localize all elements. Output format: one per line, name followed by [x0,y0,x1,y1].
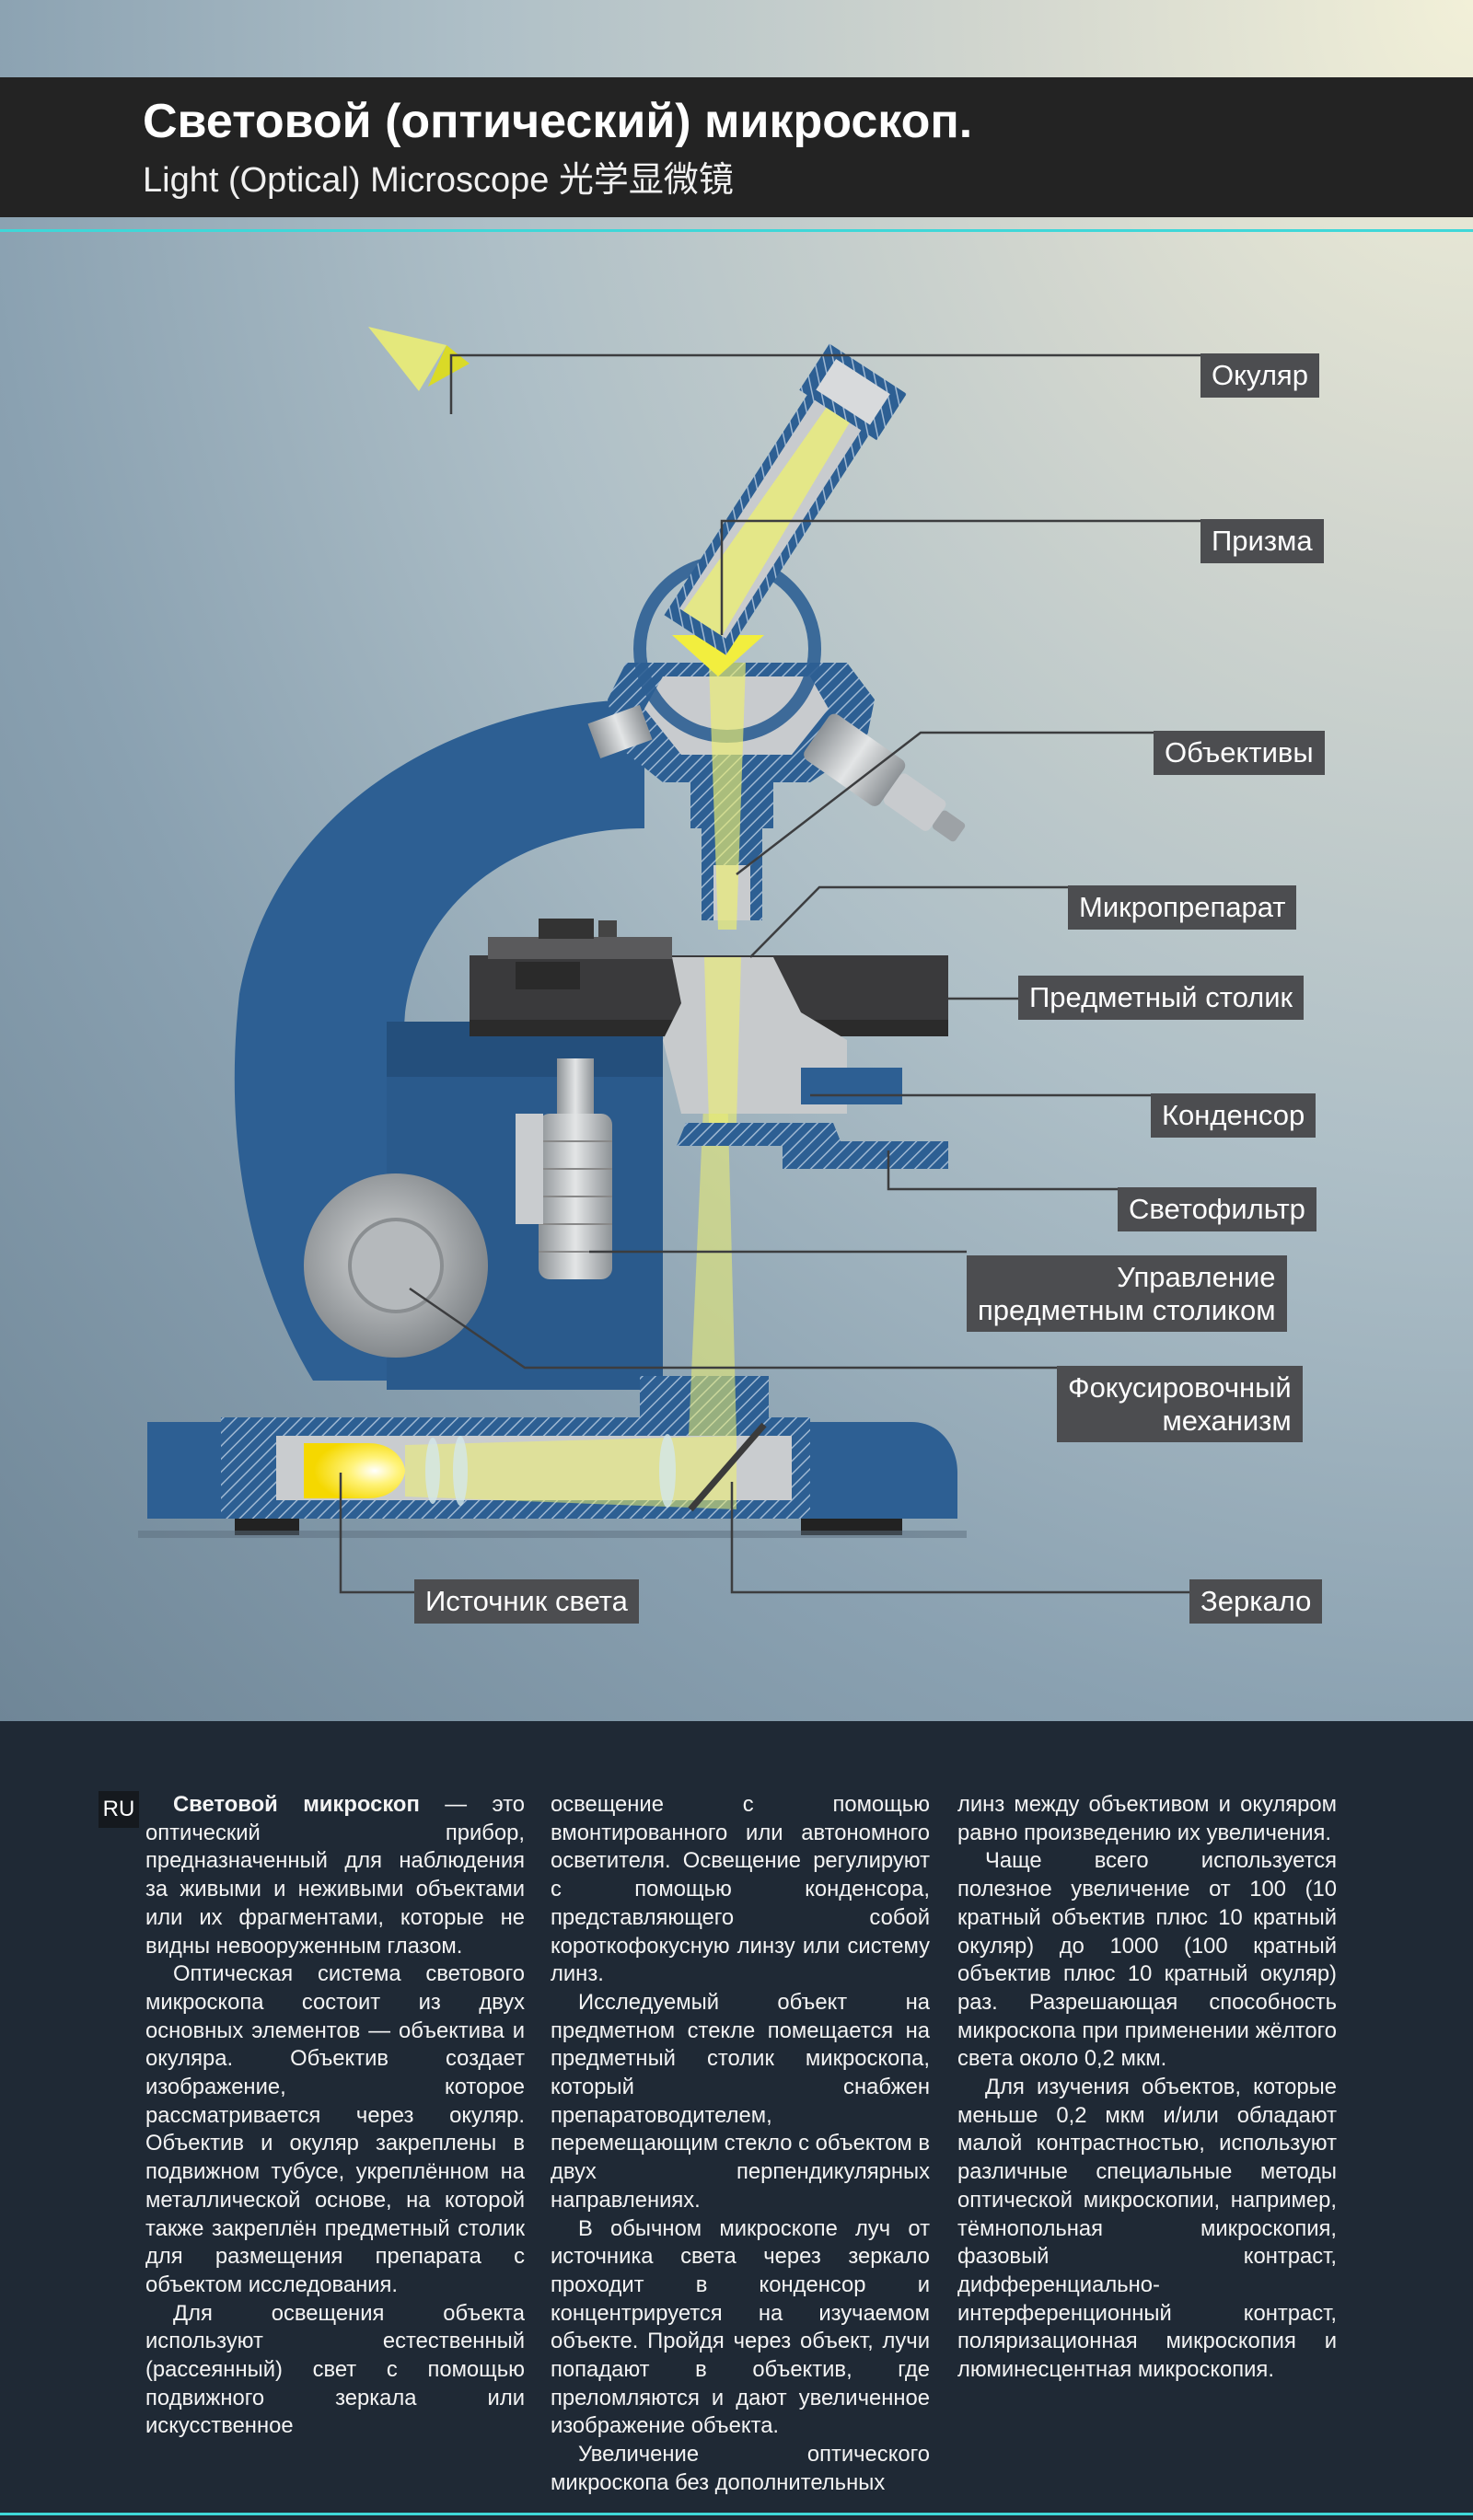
leader-filter [887,1150,1197,1191]
leader-eyepiece [449,353,1200,414]
text-column-2: освещение с помощью вмонтированного или … [551,1791,930,2509]
accent-line [0,229,1473,232]
bottom-accent-line [0,2513,1473,2515]
page-title: Световой (оптический) микроскоп. [143,95,973,148]
light-bulb [304,1443,405,1498]
paragraph: Исследуемый объект на предметном стекле … [551,1989,930,2213]
paragraph: Для освещения объекта используют естеств… [145,2300,525,2439]
label-prism: Призма [1200,519,1324,563]
label-stage: Предметный столик [1018,976,1305,1020]
leader-focus [409,1287,1057,1370]
paragraph: Чаще всего используется полезное увеличе… [957,1848,1337,2072]
label-specimen: Микропрепарат [1068,885,1297,930]
paragraph: Световой микроскоп — это оптический приб… [145,1792,525,1959]
paragraph: линз между объективом и окуляром равно п… [957,1792,1337,1845]
microscope-diagram [138,327,1200,1594]
language-badge: RU [99,1791,139,1828]
eyepiece-tube [664,343,907,655]
mirror [688,1422,767,1512]
label-mirror: Зеркало [1189,1579,1323,1624]
paragraph: В обычном микроскопе луч от источника св… [551,2215,930,2439]
paragraph: Увеличение оптического микроскопа без до… [551,2442,930,2495]
paragraph: Оптическая система светового микроскопа … [145,1961,525,2297]
illustration-area: Световой (оптический) микроскоп. Light (… [0,0,1473,1721]
label-eyepiece: Окуляр [1200,353,1319,398]
objective-side [804,713,966,842]
text-column-1: Световой микроскоп — это оптический приб… [145,1791,525,2509]
label-condenser: Конденсор [1151,1093,1316,1138]
page-subtitle: Light (Optical) Microscope 光学显微镜 [143,161,734,200]
paragraph: освещение с помощью вмонтированного или … [551,1792,930,1987]
label-objectives: Объективы [1154,731,1325,775]
paragraph: Для изучения объектов, которые меньше 0,… [957,2075,1337,2383]
text-panel [0,1721,1473,2520]
leader-mirror [730,1482,1197,1594]
lamp-beam [405,1436,736,1509]
leader-specimen [749,885,1068,958]
label-light-source: Источник света [414,1579,639,1624]
eyepiece-cone [368,327,447,391]
leader-prism [720,519,1200,635]
text-column-3: линз между объективом и окуляром равно п… [957,1791,1337,2509]
label-filter: Светофильтр [1118,1187,1316,1231]
vertical-beam [689,1086,736,1436]
leader-objectives [736,731,1154,875]
leader-light-source [339,1473,414,1594]
title-bar: Световой (оптический) микроскоп. Light (… [0,77,1473,217]
prism [672,635,764,676]
